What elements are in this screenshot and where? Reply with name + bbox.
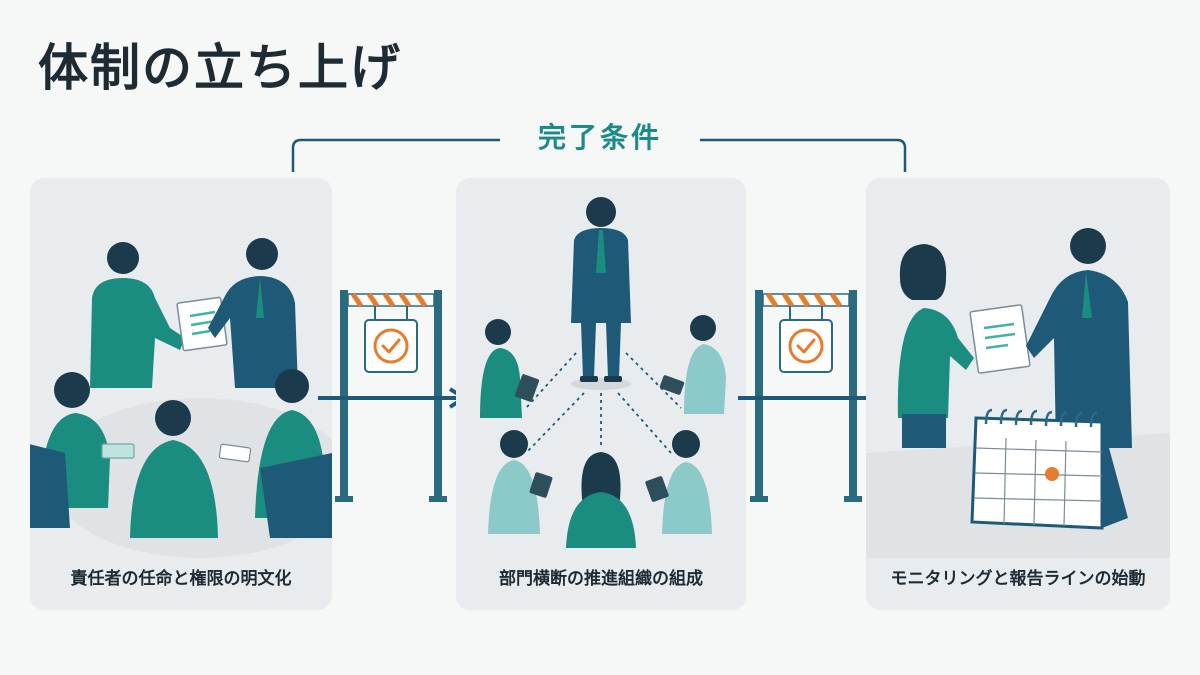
step-label-2: 部門横断の推進組織の組成 xyxy=(499,569,703,589)
meeting-illustration xyxy=(30,238,332,558)
document-icon xyxy=(969,304,1031,374)
checkmark-circle-icon xyxy=(373,328,409,364)
team-illustration xyxy=(480,197,726,548)
page-title: 体制の立ち上げ xyxy=(38,39,402,97)
step-card-3: モニタリングと報告ラインの始動 xyxy=(866,178,1170,610)
step-label-3: モニタリングと報告ラインの始動 xyxy=(890,569,1146,589)
report-illustration xyxy=(866,228,1170,558)
tablet-icon xyxy=(515,374,539,402)
checkmark-circle-icon xyxy=(788,328,824,364)
step-card-1: 責任者の任命と権限の明文化 xyxy=(30,178,332,610)
gate-icon xyxy=(335,290,447,502)
criteria-bracket xyxy=(291,138,907,172)
arrow-right-icon xyxy=(318,387,466,409)
gate-icon xyxy=(750,290,862,502)
criteria-label: 完了条件 xyxy=(500,116,700,156)
calendar-icon xyxy=(970,408,1128,530)
step-label-1: 責任者の任命と権限の明文化 xyxy=(70,569,292,589)
step-card-2: 部門横断の推進組織の組成 xyxy=(456,178,746,610)
